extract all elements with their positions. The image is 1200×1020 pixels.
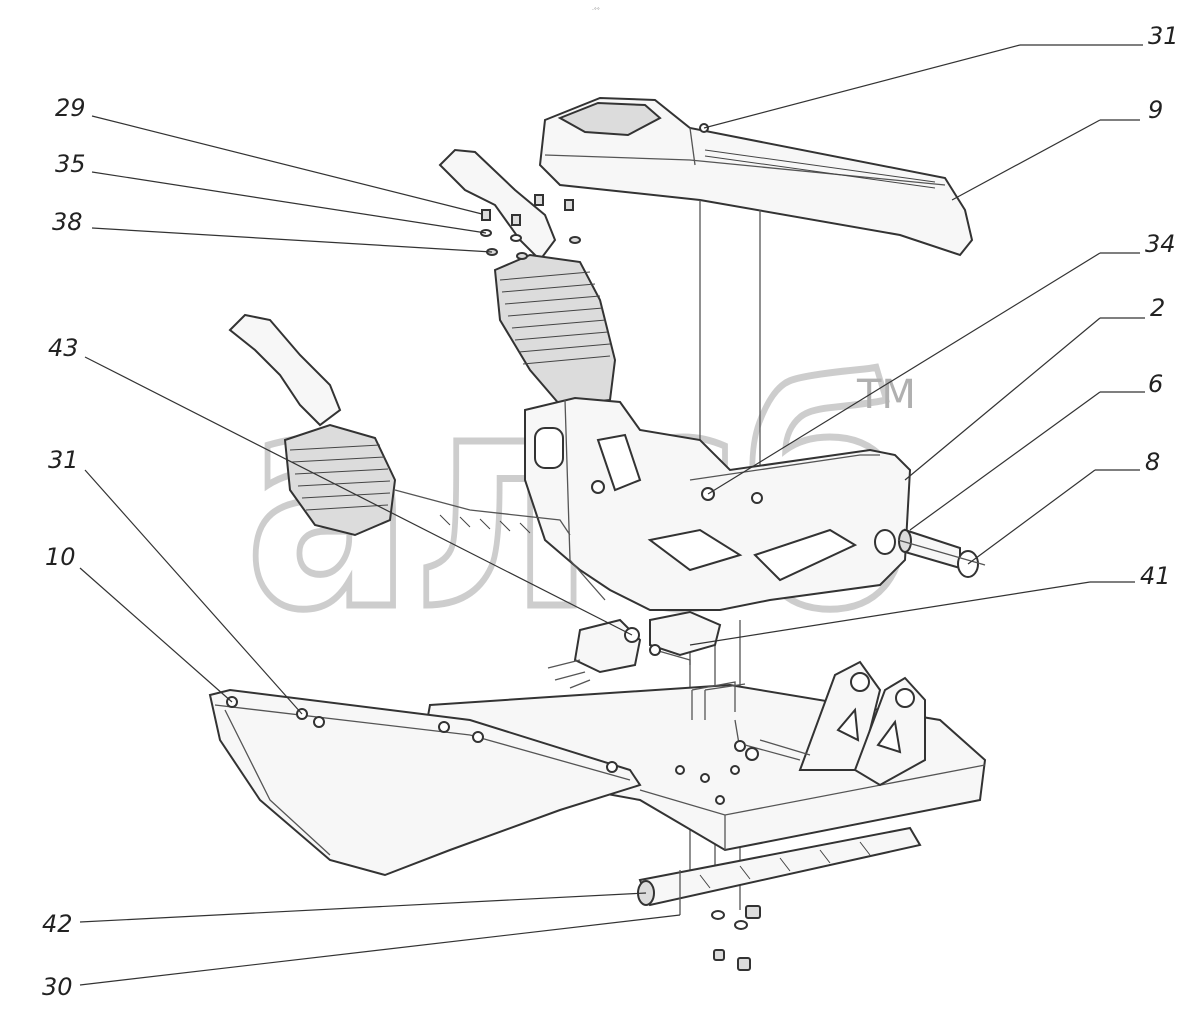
support-brackets <box>798 660 926 787</box>
callout-43: 43 <box>48 334 79 362</box>
callout-42: 42 <box>42 910 73 938</box>
pivot-block <box>547 610 722 689</box>
shift-bracket <box>524 396 912 611</box>
watermark-trademark: TM <box>856 372 916 418</box>
callout-9: 9 <box>1148 96 1163 124</box>
callout-10: 10 <box>45 543 76 571</box>
part-42-rail <box>637 826 922 915</box>
bottom-fasteners <box>711 905 761 971</box>
leader-lines <box>79 44 1145 986</box>
upper-gear-lever <box>438 148 617 407</box>
part-10-side-cover <box>208 688 642 877</box>
callout-31-left: 31 <box>48 446 79 474</box>
callout-8: 8 <box>1145 448 1160 476</box>
callout-34: 34 <box>1145 230 1176 258</box>
callout-2: 2 <box>1150 294 1165 322</box>
small-bolts-upper <box>480 194 581 260</box>
callout-29: 29 <box>55 94 86 122</box>
header-mark: ·°° <box>592 7 600 14</box>
callout-38: 38 <box>52 208 83 236</box>
callout-30: 30 <box>42 973 73 1001</box>
callout-6: 6 <box>1148 370 1163 398</box>
lower-gear-lever <box>228 313 571 537</box>
callout-labels: 31 9 29 35 38 34 2 43 6 8 31 41 10 42 30 <box>42 22 1179 1001</box>
callout-35: 35 <box>55 150 86 178</box>
u-bolt <box>691 681 811 761</box>
callout-31-top: 31 <box>1148 22 1179 50</box>
part-9-top-cover <box>538 96 974 257</box>
pin-and-rings <box>874 528 986 578</box>
callout-41: 41 <box>1140 562 1171 590</box>
